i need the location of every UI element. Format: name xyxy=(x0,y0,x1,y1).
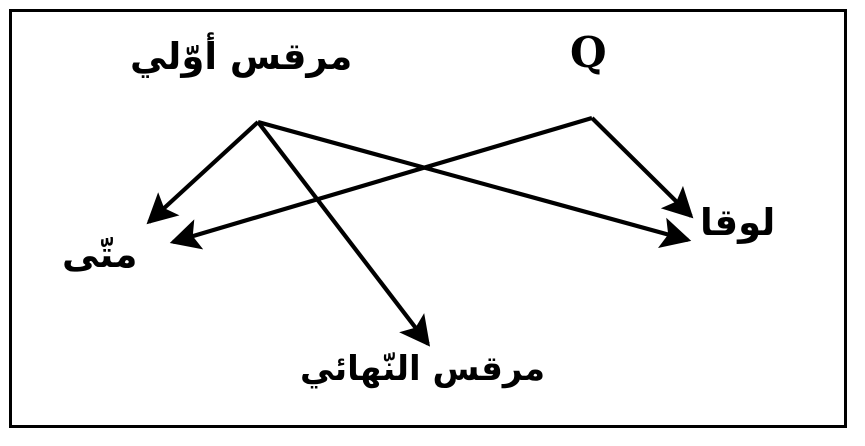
node-label-final-mark: مرقس النّهائي xyxy=(300,349,546,389)
diagram-border-frame xyxy=(9,9,847,428)
edge-proto-mark-to-final-mark xyxy=(256,120,431,347)
node-label-proto-mark: مرقس أوّلي xyxy=(130,35,353,78)
node-label-matthew: متّى xyxy=(62,233,138,276)
node-label-luke: لوقا xyxy=(700,201,776,244)
edge-q-to-matthew xyxy=(169,115,593,250)
edge-proto-mark-to-luke xyxy=(257,119,692,249)
node-label-q: Q xyxy=(570,28,607,77)
edge-q-to-luke xyxy=(590,116,694,219)
edge-proto-mark-to-matthew xyxy=(146,120,260,225)
